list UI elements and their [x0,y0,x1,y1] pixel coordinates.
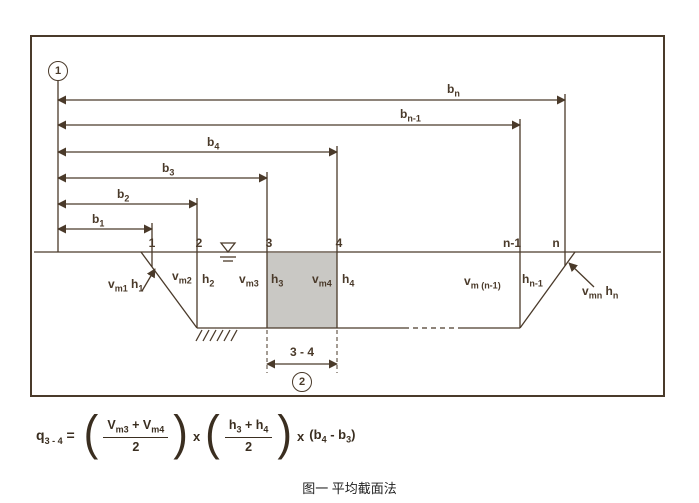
vertical-number-n-1: n-1 [503,236,521,250]
section-dimension [266,330,338,373]
soil-hatching [195,329,238,342]
depth-fraction: h3 + h4 2 [224,418,273,455]
measurement-verticals [151,252,566,328]
width-difference-term: (b4 - b3) [309,427,356,445]
close-paren-2: ) [277,406,293,461]
label-h3: h3 [271,272,284,289]
label-vmn-hn: vmn hn [582,284,619,301]
vertical-number-n: n [552,236,560,250]
diagram-frame [30,35,665,397]
label-h4: h4 [342,272,355,289]
node-1-badge: 1 [48,61,68,81]
dim-label-bn-1: bn-1 [400,107,421,124]
times-sign-2: x [297,428,305,444]
dim-label-b3: b3 [162,161,175,178]
dim-label-b2: b2 [117,187,130,204]
depth-fraction-numerator: h3 + h4 [224,418,273,439]
label-vm2: vm2 [172,269,192,286]
depth-fraction-denominator: 2 [245,440,253,455]
velocity-fraction: Vm3 + Vm4 2 [103,418,169,455]
velocity-fraction-denominator: 2 [132,440,140,455]
dim-label-b1: b1 [92,212,105,229]
discharge-formula: q3 - 4 = ( Vm3 + Vm4 2 ) x ( h3 + h4 2 )… [36,408,355,464]
figure-caption: 图一 平均截面法 [302,481,397,496]
open-paren-2: ( [205,406,220,461]
pointer-arrows [141,262,595,292]
label-vm1-h1: vm1 h1 [108,277,144,294]
vertical-number-1: 1 [148,236,156,250]
dimension-lines [57,95,566,234]
velocity-fraction-numerator: Vm3 + Vm4 [103,418,169,439]
label-vm-n-1: vm (n-1) [464,274,501,291]
water-surface-icon [219,242,237,262]
open-paren-1: ( [83,406,99,461]
vertical-number-2: 2 [195,236,203,250]
dim-label-bn: bn [447,82,460,99]
section-range-label: 3 - 4 [289,345,314,359]
close-paren-1: ) [173,406,188,461]
times-sign-1: x [192,428,201,444]
formula-lhs: q3 - 4 = [36,426,75,446]
vertical-number-3: 3 [265,236,273,250]
label-vm3: vm3 [239,272,259,289]
label-h-n-1: hn-1 [522,272,543,289]
label-vm4: vm4 [312,272,332,289]
vertical-number-4: 4 [335,236,343,250]
cross-section-drawing [34,81,661,373]
extension-lines [151,94,566,252]
dim-label-b4: b4 [207,135,220,152]
node-2-badge: 2 [292,372,312,392]
label-h2: h2 [202,272,215,289]
channel-outline [140,251,576,329]
shaded-panel-3-4 [267,253,337,328]
